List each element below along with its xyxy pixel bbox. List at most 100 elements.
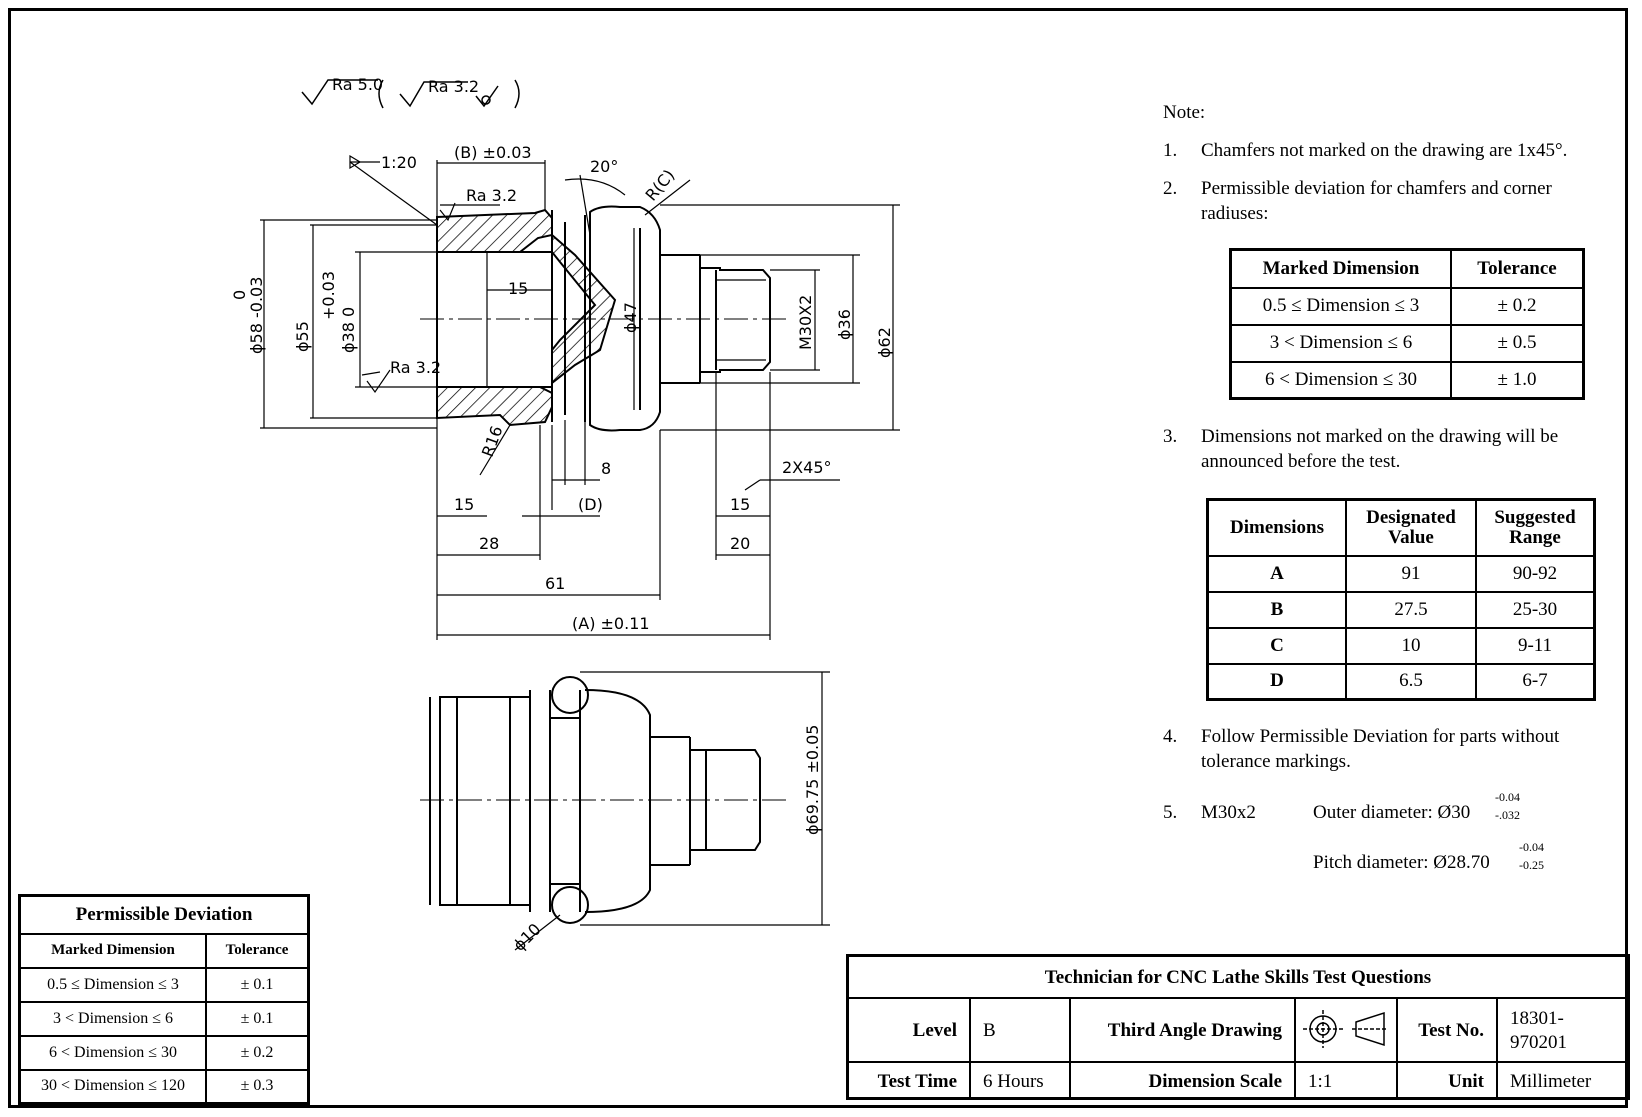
note-2-num: 2. [1163, 178, 1178, 199]
dim-row-key: C [1206, 626, 1347, 665]
chamfer-row-tol: ± 0.5 [1450, 323, 1585, 363]
projection-symbol-cell [1296, 999, 1398, 1063]
dim-header-dimensions: Dimensions [1206, 498, 1347, 557]
dim-row-range: 25-30 [1475, 590, 1596, 629]
dim-61: 61 [545, 574, 565, 593]
permissible-row-tol: ± 0.1 [205, 966, 310, 1003]
unit-value: Millimeter [1510, 1071, 1592, 1092]
note-5-num: 5. [1163, 802, 1178, 823]
test-time-value: 6 Hours [971, 1063, 1071, 1100]
note-2-text: Permissible deviation for chamfers and c… [1201, 178, 1552, 224]
unit-label: Unit [1398, 1063, 1498, 1100]
note-5-outer: Outer diameter: Ø30 [1313, 802, 1471, 823]
dim-row-key: A [1206, 554, 1347, 593]
test-no-label: Test No. [1398, 999, 1498, 1063]
ra-top: Ra 3.2 [466, 186, 517, 205]
scale-label: Dimension Scale [1071, 1063, 1296, 1100]
dim-15a: 15 [454, 495, 474, 514]
permissible-row-tol: ± 0.2 [205, 1034, 310, 1071]
permissible-header-tol: Tolerance [205, 932, 310, 969]
note-5-pitch-upper: -0.04 [1519, 840, 1544, 854]
chamfer-row-tol: ± 1.0 [1450, 360, 1585, 400]
test-time-label: Test Time [849, 1063, 971, 1100]
d58-label: ϕ58 -0.03 [247, 277, 266, 354]
dim-row-value: 6.5 [1345, 662, 1477, 701]
m30-label: M30X2 [796, 295, 815, 350]
d38-label: ϕ38 0 [339, 307, 358, 353]
ra-main: Ra 5.0 [332, 75, 383, 94]
b-dimension: (B) ±0.03 [454, 143, 532, 162]
third-angle-projection-icon [1303, 1010, 1388, 1048]
note-3-num: 3. [1163, 426, 1178, 447]
chamfer-row-dim: 0.5 ≤ Dimension ≤ 3 [1229, 286, 1452, 326]
section-view [420, 205, 790, 432]
note-5-label: M30x2 [1201, 802, 1256, 823]
d55-label: ϕ55 [293, 321, 312, 352]
dim-row-key: D [1206, 662, 1347, 701]
permissible-row-dim: 3 < Dimension ≤ 6 [18, 1000, 207, 1037]
rc-label: R(C) [642, 166, 679, 205]
permissible-row-dim: 6 < Dimension ≤ 30 [18, 1034, 207, 1071]
surface-finish-symbol [301, 79, 520, 109]
chamfer-header-dim: Marked Dimension [1229, 248, 1452, 289]
angle-20: 20° [590, 157, 618, 176]
permissible-row-dim: 30 < Dimension ≤ 120 [18, 1068, 207, 1105]
chamfer-row-tol: ± 0.2 [1450, 286, 1585, 326]
d38-upper: +0.03 [319, 271, 338, 320]
note-5-pitch-lower: -0.25 [1519, 858, 1544, 872]
inner-15: 15 [508, 279, 528, 298]
level-value: B [971, 999, 1071, 1063]
r16-label: R16 [478, 423, 507, 459]
dimension-table: Dimensions Designated Value Suggested Ra… [1206, 498, 1596, 701]
dim-header-suggested: Suggested Range [1475, 498, 1596, 557]
permissible-row-dim: 0.5 ≤ Dimension ≤ 3 [18, 966, 207, 1003]
note-1-text: Chamfers not marked on the drawing are 1… [1201, 140, 1568, 161]
d36-label: ϕ36 [835, 309, 854, 340]
note-4-text: Follow Permissible Deviation for parts w… [1201, 726, 1560, 772]
projection-label: Third Angle Drawing [1071, 999, 1296, 1063]
permissible-title: Permissible Deviation [18, 894, 310, 935]
chamfer-row-dim: 3 < Dimension ≤ 6 [1229, 323, 1452, 363]
permissible-row-tol: ± 0.1 [205, 1000, 310, 1037]
dim-row-range: 9-11 [1475, 626, 1596, 665]
dim-d: (D) [578, 495, 603, 514]
dim-28: 28 [479, 534, 499, 553]
ra-secondary: Ra 3.2 [428, 77, 479, 96]
note-1-num: 1. [1163, 140, 1178, 161]
chamfer-row-dim: 6 < Dimension ≤ 30 [1229, 360, 1452, 400]
dim-header-designated: Designated Value [1345, 498, 1477, 557]
taper-label: 1:20 [381, 153, 417, 172]
d6975-label: ϕ69.75 ±0.05 [803, 725, 822, 835]
chamfer-label: 2X45° [782, 458, 832, 477]
dim-20: 20 [730, 534, 750, 553]
dim-row-value: 10 [1345, 626, 1477, 665]
title-block: Technician for CNC Lathe Skills Test Que… [846, 954, 1630, 1100]
dim-row-value: 91 [1345, 554, 1477, 593]
dim-15b: 15 [730, 495, 750, 514]
dim-row-range: 90-92 [1475, 554, 1596, 593]
permissible-header-dim: Marked Dimension [18, 932, 207, 969]
external-view [420, 671, 830, 951]
d62-label: ϕ62 [875, 327, 894, 358]
dim-a: (A) ±0.11 [572, 614, 650, 633]
note-3-text: Dimensions not marked on the drawing wil… [1201, 426, 1559, 472]
chamfer-header-tol: Tolerance [1450, 248, 1585, 289]
note-5-outer-upper: -0.04 [1495, 790, 1520, 804]
level-label: Level [849, 999, 971, 1063]
ra-bottom: Ra 3.2 [390, 358, 441, 377]
title-block-title: Technician for CNC Lathe Skills Test Que… [849, 957, 1627, 999]
dim-row-key: B [1206, 590, 1347, 629]
note-5-pitch-text: Pitch diameter: Ø28.70 [1313, 852, 1490, 873]
dim-8: 8 [601, 459, 611, 478]
d58-upper: 0 [230, 290, 249, 300]
note-4-num: 4. [1163, 726, 1178, 747]
d47-label: ϕ47 [621, 302, 640, 333]
permissible-deviation-table: Permissible Deviation Marked Dimension T… [18, 894, 310, 1105]
notes-heading: Note: [1163, 102, 1206, 123]
note-5-outer-lower: -.032 [1495, 808, 1520, 822]
test-no-value: 18301-970201 [1498, 999, 1627, 1063]
dim-row-value: 27.5 [1345, 590, 1477, 629]
chamfer-table: Marked Dimension Tolerance 0.5 ≤ Dimensi… [1229, 248, 1585, 400]
dimension-lines [260, 154, 900, 640]
